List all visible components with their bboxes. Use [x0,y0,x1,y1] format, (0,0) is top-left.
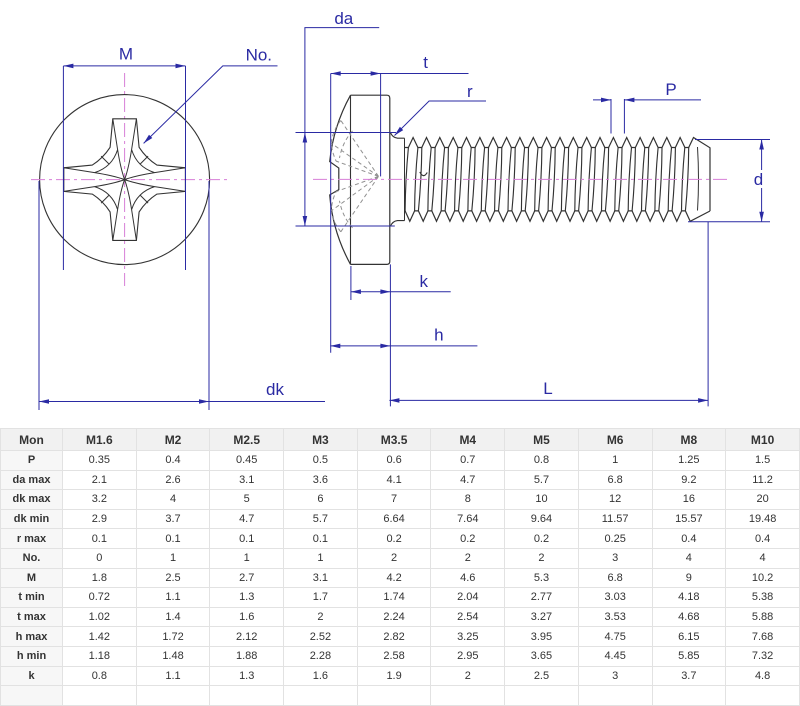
svg-text:r: r [467,82,473,101]
svg-text:dk: dk [266,380,284,399]
svg-text:M: M [119,45,133,64]
svg-text:k: k [420,272,429,291]
svg-text:No.: No. [246,46,272,65]
svg-text:h: h [434,326,443,345]
svg-text:t: t [423,53,428,72]
svg-text:P: P [665,80,676,99]
svg-text:L: L [543,379,552,398]
svg-text:d: d [754,170,763,189]
svg-text:da: da [334,9,353,28]
